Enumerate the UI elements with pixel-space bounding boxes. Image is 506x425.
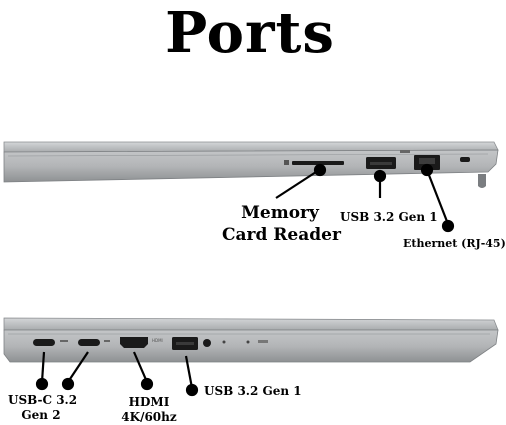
ethernet-pin [420,163,434,177]
hdmi-label: HDMI 4K/60hz [118,395,180,425]
hdmi-label-line2: 4K/60hz [121,410,177,424]
usb-a-left-pin [185,383,199,397]
top-callouts [275,163,455,233]
usb-c-label-line2: Gen 2 [21,408,61,422]
audio-jack [203,339,211,347]
card-reader-slot [292,161,344,165]
usb-a-left-label: USB 3.2 Gen 1 [204,384,302,398]
ethernet-label: Ethernet (RJ-45) [403,237,506,250]
card-reader-label-line2: Card Reader [222,225,341,245]
lock-slot [460,157,470,162]
ethernet-end-pin [441,219,455,233]
laptop-left-base [3,329,499,363]
card-reader-label: Memory Card Reader [222,202,341,246]
usb-c-port-2 [78,339,100,346]
laptop-left-lid [3,317,499,331]
usb-c-1-pin [35,377,49,391]
usb-c-label-line1: USB-C 3.2 [8,393,78,407]
card-reader-pin [313,163,327,177]
usb-a-right-pin [373,169,387,183]
usb-c-label: USB-C 3.2 Gen 2 [8,393,78,423]
hdmi-port-marking: HDMI [152,338,163,343]
page-title: Ports [165,0,335,66]
laptop-right-side [3,141,499,188]
usb-c-port-1 [33,339,55,346]
hdmi-pin [140,377,154,391]
usb-c-2-pin [61,377,75,391]
laptop-left-side: HDMI [3,317,499,363]
hdmi-port [120,337,148,348]
bottom-callouts [35,351,199,397]
card-reader-label-line1: Memory [241,203,319,223]
laptop-right-foot [478,174,486,188]
usb-a-right-label: USB 3.2 Gen 1 [340,210,438,224]
hdmi-label-line1: HDMI [128,395,170,409]
